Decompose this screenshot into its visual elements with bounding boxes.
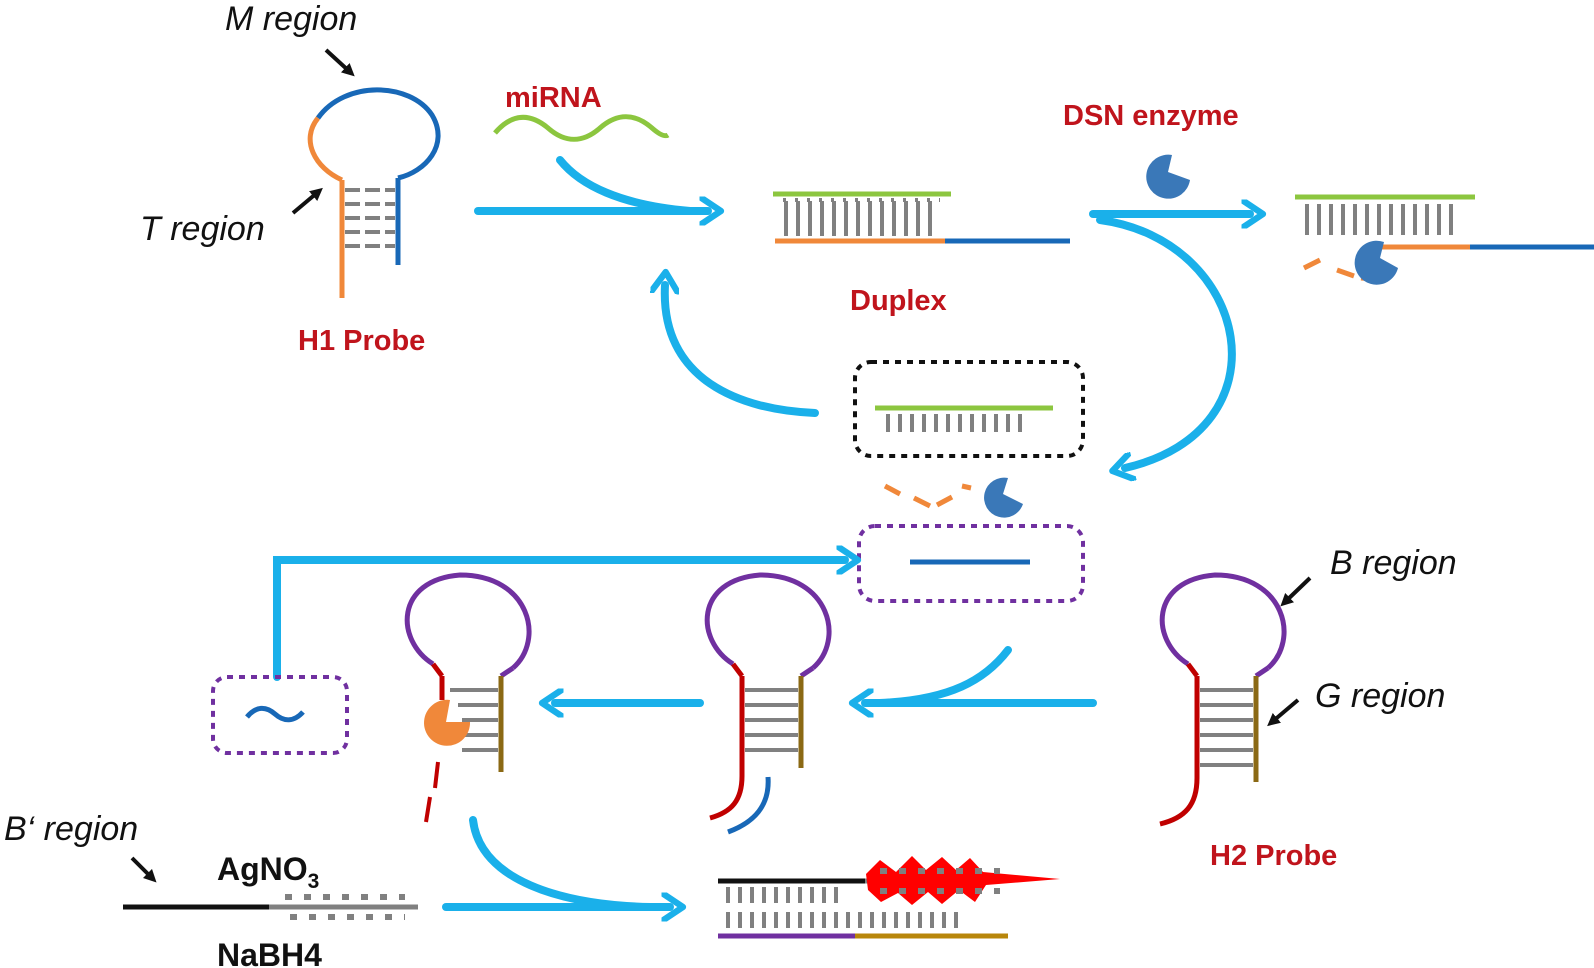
h2-probe-label: H2 Probe xyxy=(1210,840,1337,872)
dsn-enzyme-label: DSN enzyme xyxy=(1063,100,1239,132)
released-m-strand-box xyxy=(857,524,1085,603)
mirna-label: miRNA xyxy=(505,82,602,114)
b-prime-region-label: B‘ region xyxy=(4,810,138,848)
h1-loop-t-region xyxy=(307,116,344,183)
free-dsn-enzyme-icon xyxy=(984,477,1023,518)
released-mirna-box xyxy=(853,360,1085,458)
digested-fragments xyxy=(424,761,440,823)
g-region-pointer xyxy=(1267,698,1300,727)
b-region-label: B region xyxy=(1330,544,1457,582)
b-prime-region-pointer xyxy=(130,856,157,883)
t-region-pointer xyxy=(291,187,323,215)
small-m-strand-box xyxy=(211,675,349,755)
hybridization-arrow xyxy=(474,156,708,211)
h2-digested xyxy=(404,572,532,823)
cleaved-duplex xyxy=(1295,194,1594,285)
h1-loop-m-region xyxy=(315,87,441,181)
h2-probe-hairpin xyxy=(1159,572,1287,827)
nabh4-label: NaBH4 xyxy=(217,937,322,968)
duplex-base-pairs xyxy=(784,201,932,236)
silver-nanocluster-template xyxy=(123,894,418,920)
g-region-label: G region xyxy=(1315,677,1445,715)
release-arrow xyxy=(1096,216,1236,468)
fluorescence-burst-icon xyxy=(866,856,1060,905)
b-region-pointer xyxy=(1280,576,1312,607)
agno3-label: AgNO3 xyxy=(217,851,319,893)
bound-dsn-enzyme-icon xyxy=(1354,240,1398,285)
duplex xyxy=(773,191,1070,244)
h2-loop-b-region xyxy=(1159,572,1287,670)
bound-m-strand xyxy=(727,776,771,835)
h1-probe-hairpin xyxy=(307,87,441,298)
mirna-strand xyxy=(493,114,670,142)
cleaved-fragments xyxy=(883,483,972,509)
fluorescent-product xyxy=(718,856,1060,939)
recycle-arrow xyxy=(665,285,819,417)
m-region-pointer xyxy=(324,48,355,77)
dsn-enzyme-icon xyxy=(1146,154,1190,199)
fluorescence-arrow xyxy=(442,816,670,907)
t-region-label: T region xyxy=(140,210,265,248)
h1-base-pairs xyxy=(345,188,395,248)
h2-with-m-strand xyxy=(704,572,832,835)
exo-enzyme-icon xyxy=(424,699,471,746)
h1-probe-label: H1 Probe xyxy=(298,325,425,357)
m-region-label: M region xyxy=(225,0,357,38)
m-strand-feedback-arrow xyxy=(273,560,845,681)
h2-hybridization-arrow xyxy=(865,646,1097,703)
duplex-label: Duplex xyxy=(850,285,947,317)
